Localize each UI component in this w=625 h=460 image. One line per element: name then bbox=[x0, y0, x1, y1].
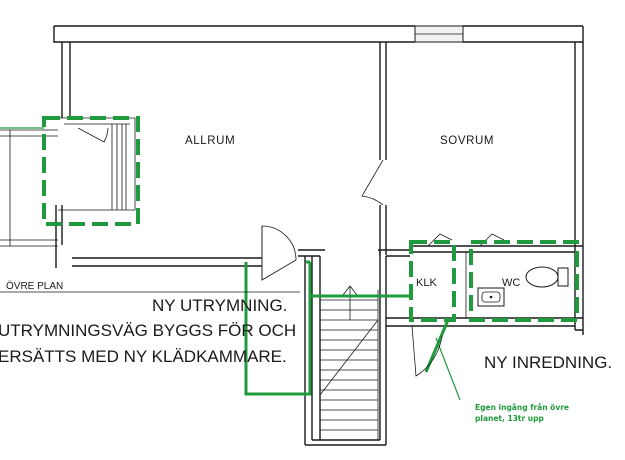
ovre-plan-label: ÖVRE PLAN bbox=[6, 280, 63, 292]
note-line-2: UTRYMNINGSVÄG BYGGS FÖR OCH bbox=[0, 321, 296, 340]
sink-icon bbox=[477, 287, 505, 307]
dashed-box-klk bbox=[409, 240, 456, 322]
toilet-icon bbox=[525, 266, 569, 288]
room-label-klk: KLK bbox=[416, 277, 437, 289]
escape-route-outline bbox=[244, 260, 312, 396]
green-markup bbox=[0, 116, 579, 401]
dashed-box-left bbox=[42, 116, 140, 226]
outer-walls bbox=[0, 25, 584, 335]
note-line-3: ERSÄTTS MED NY KLÄDKAMMARE. bbox=[0, 347, 287, 366]
staircase bbox=[319, 285, 379, 440]
dashed-box-wc bbox=[469, 240, 579, 322]
room-label-allrum: ALLRUM bbox=[185, 135, 235, 147]
entrance-arrow bbox=[424, 319, 450, 373]
entrance-note-line-2: planet, 13tr upp bbox=[475, 414, 545, 423]
entrance-note-line-1: Egen ingång från övre bbox=[475, 403, 569, 412]
note-line-1: NY UTRYMNING. bbox=[152, 296, 287, 315]
room-label-sovrum: SOVRUM bbox=[440, 135, 494, 147]
wc-fixtures bbox=[477, 266, 569, 307]
room-label-wc: WC bbox=[502, 277, 520, 289]
ny-inredning-label: NY INREDNING. bbox=[484, 353, 612, 372]
